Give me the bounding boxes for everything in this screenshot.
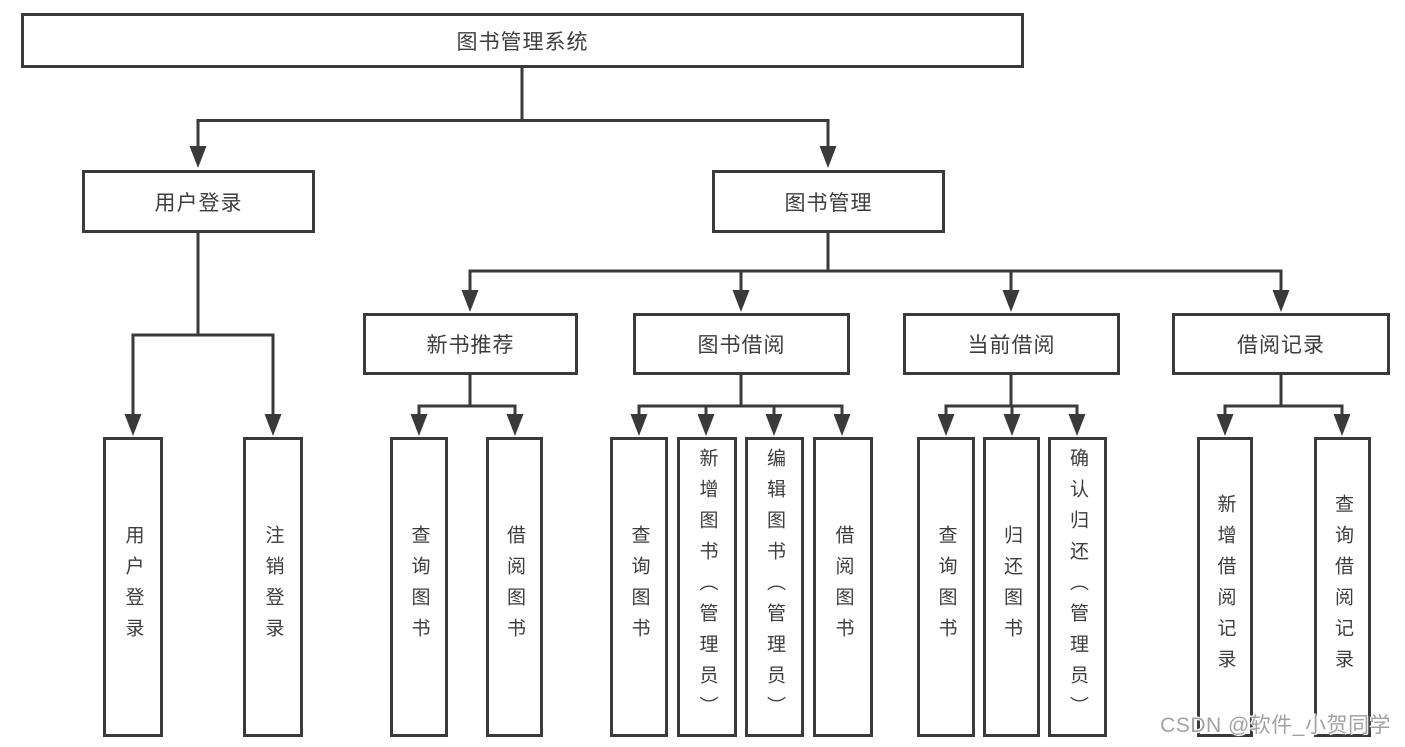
csdn-watermark: CSDN @软件_小贺同学 (1160, 714, 1391, 737)
node-label: 确认归还（管理员） (1067, 447, 1088, 727)
arrowhead-icon (1068, 414, 1086, 436)
arrowhead-icon (833, 414, 851, 436)
node-borrow-books: 借阅图书 (486, 437, 543, 737)
node-label: 借阅图书 (504, 525, 525, 649)
arrowhead-icon (937, 414, 955, 436)
node-label: 借阅图书 (832, 525, 854, 649)
arrowhead-icon (819, 146, 837, 168)
connector-line (131, 68, 1344, 418)
arrowhead-icon (1003, 414, 1021, 436)
node-add-books-admin: 新增图书（管理员） (677, 437, 737, 737)
node-label: 新增图书（管理员） (696, 447, 718, 727)
node-query-books: 查询图书 (390, 437, 448, 737)
node-query-books: 查询图书 (917, 437, 975, 737)
node-label: 新增借阅记录 (1214, 494, 1236, 680)
node-logout: 注销登录 (243, 437, 303, 737)
node-user-login: 用户登录 (82, 170, 315, 233)
node-label: 用户登录 (122, 525, 144, 649)
node-user-login-leaf: 用户登录 (103, 437, 163, 737)
node-query-borrow-record: 查询借阅记录 (1314, 437, 1371, 737)
node-book-borrowing: 图书借阅 (633, 313, 850, 375)
node-label: 归还图书 (1001, 525, 1022, 649)
node-label: 查询借阅记录 (1332, 494, 1353, 680)
arrowhead-icon (765, 414, 783, 436)
node-current-borrowing: 当前借阅 (903, 313, 1120, 375)
node-add-borrow-record: 新增借阅记录 (1197, 437, 1253, 737)
arrowhead-icon (124, 414, 142, 436)
arrowhead-icon (697, 414, 715, 436)
arrowhead-icon (189, 146, 207, 168)
arrowhead-icon (506, 414, 524, 436)
arrowhead-icon (1216, 414, 1234, 436)
arrowhead-icon (630, 414, 648, 436)
arrowhead-icon (264, 414, 282, 436)
node-edit-books-admin: 编辑图书（管理员） (745, 437, 804, 737)
arrowhead-icon (1002, 290, 1020, 312)
arrowhead-icon (461, 290, 479, 312)
node-new-book-recommendation: 新书推荐 (363, 313, 578, 375)
node-confirm-return-admin: 确认归还（管理员） (1048, 437, 1107, 737)
node-borrowing-records: 借阅记录 (1172, 313, 1390, 375)
node-library-management-system: 图书管理系统 (21, 13, 1024, 68)
node-query-books: 查询图书 (610, 437, 668, 737)
arrowhead-icon (732, 290, 750, 312)
node-book-management: 图书管理 (712, 170, 945, 233)
arrowhead-icon (410, 414, 428, 436)
node-label: 查询图书 (628, 525, 650, 649)
node-borrow-books: 借阅图书 (813, 437, 873, 737)
node-label: 查询图书 (935, 525, 957, 649)
arrowhead-icon (1272, 290, 1290, 312)
arrowhead-icon (1333, 414, 1351, 436)
node-label: 编辑图书（管理员） (764, 447, 785, 727)
node-return-books: 归还图书 (983, 437, 1040, 737)
node-label: 查询图书 (408, 525, 430, 649)
node-label: 注销登录 (262, 525, 284, 649)
